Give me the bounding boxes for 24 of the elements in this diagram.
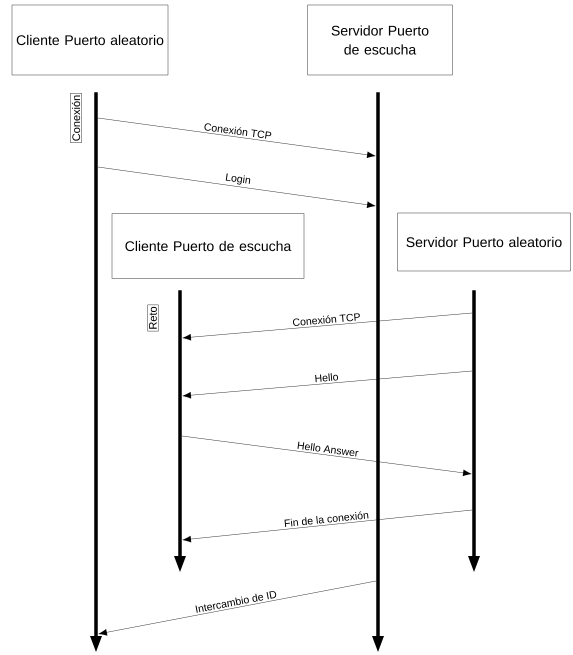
message-label: Login <box>223 172 253 188</box>
message-arrow <box>98 166 376 208</box>
participant-box: Cliente Puerto de escucha <box>112 213 304 279</box>
lifeline-arrow <box>372 92 384 652</box>
message-arrow <box>182 370 472 399</box>
message-label: Intercambio de ID <box>193 588 278 614</box>
message-label: Conexión TCP <box>291 311 362 328</box>
lifeline-arrow <box>90 92 102 652</box>
phase-label: Conexión <box>70 93 82 143</box>
message-arrow <box>182 436 472 476</box>
message-arrow <box>182 510 472 542</box>
message-arrow <box>98 118 376 158</box>
participant-box: Servidor Puerto aleatorio <box>397 212 571 272</box>
participant-box: Cliente Puerto aleatorio <box>12 4 168 76</box>
message-label: Hello <box>313 372 340 384</box>
lifeline-arrow <box>468 290 480 572</box>
message-label: Fin de la conexión <box>282 510 370 528</box>
message-arrow <box>98 580 376 636</box>
message-label: Conexión TCP <box>202 121 274 141</box>
message-arrow <box>182 312 472 341</box>
phase-label: Reto <box>147 304 159 332</box>
lifeline-arrow <box>174 290 186 572</box>
participant-box: Servidor Puerto de escucha <box>307 4 453 76</box>
message-label: Hello Answer <box>296 440 360 458</box>
